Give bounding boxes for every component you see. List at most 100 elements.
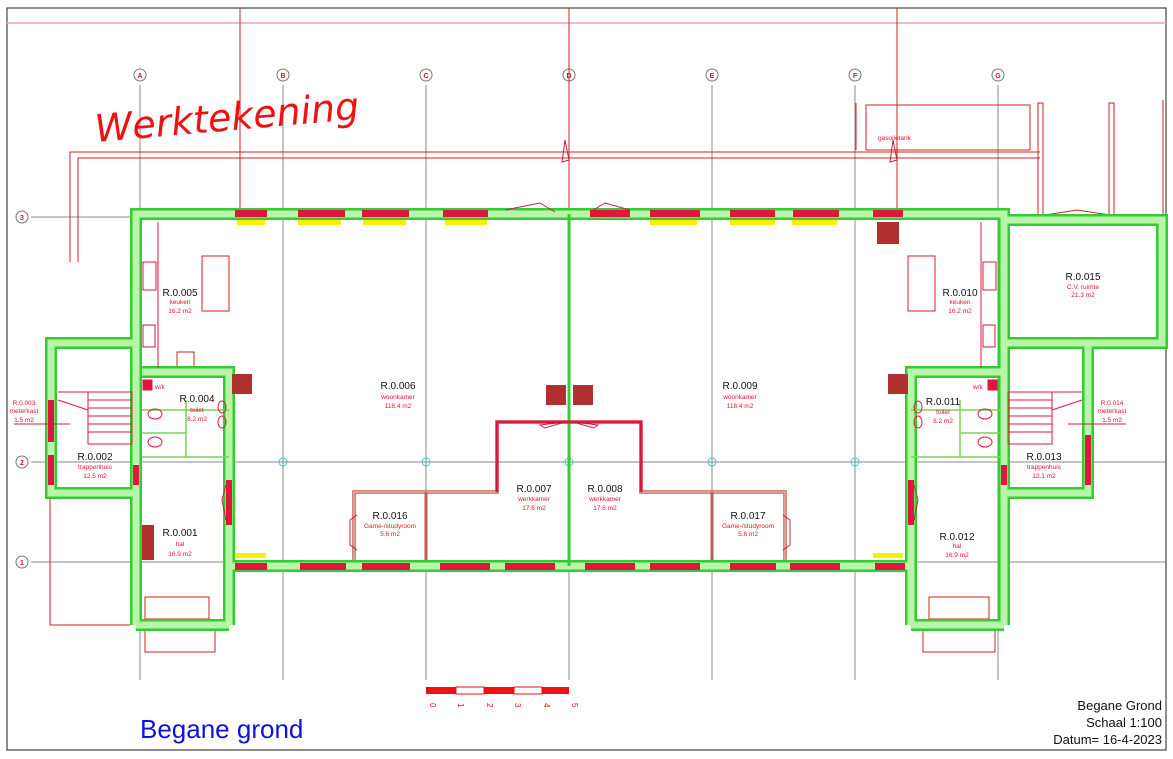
svg-text:trappenhuis: trappenhuis — [78, 464, 113, 471]
svg-text:R.0.010: R.0.010 — [942, 288, 977, 299]
svg-text:Game-/studyroom: Game-/studyroom — [364, 523, 416, 530]
svg-text:keuken: keuken — [950, 299, 971, 306]
svg-text:R.0.004: R.0.004 — [179, 394, 214, 405]
plan-title: Begane grond — [140, 714, 303, 744]
stairs — [14, 391, 1126, 445]
window-sills — [236, 220, 903, 558]
svg-text:toilet: toilet — [936, 409, 950, 416]
svg-text:keuken: keuken — [170, 299, 191, 306]
svg-text:17.6 m2: 17.6 m2 — [522, 505, 546, 512]
grid-bubbles — [15, 68, 1005, 569]
svg-text:8.2 m2: 8.2 m2 — [933, 418, 953, 425]
svg-text:16.2 m2: 16.2 m2 — [168, 308, 192, 315]
wk-label: w/k — [972, 384, 984, 391]
svg-text:17.6 m2: 17.6 m2 — [593, 505, 617, 512]
grid-label-row: 3 — [20, 215, 24, 222]
svg-text:R.0.007: R.0.007 — [516, 484, 551, 495]
room-label: R.0.006 woonkamer 118.4 m2 — [380, 381, 416, 410]
svg-text:C.V. ruimte: C.V. ruimte — [1067, 284, 1099, 291]
scale-tick: 2 — [485, 703, 494, 708]
scale-tick: 0 — [428, 703, 437, 708]
svg-text:R.0.003: R.0.003 — [13, 400, 36, 407]
svg-text:hal: hal — [953, 543, 962, 550]
grid-label-row: 1 — [20, 560, 24, 567]
scale-tick: 4 — [542, 703, 551, 708]
grid-label-column: G — [995, 73, 1001, 80]
grid-label-column: F — [853, 73, 858, 80]
svg-text:R.0.016: R.0.016 — [372, 511, 407, 522]
windows — [48, 210, 1091, 570]
svg-text:16.9 m2: 16.9 m2 — [168, 551, 192, 558]
svg-text:R.0.006: R.0.006 — [380, 381, 415, 392]
scale-tick: 1 — [456, 703, 465, 708]
svg-text:118.4 m2: 118.4 m2 — [385, 403, 412, 410]
svg-text:werkkamer: werkkamer — [517, 496, 551, 503]
svg-text:16.9 m2: 16.9 m2 — [945, 552, 969, 559]
scale-tick: 3 — [513, 703, 522, 708]
svg-text:21.3 m2: 21.3 m2 — [1071, 292, 1095, 299]
svg-text:trappenhuis: trappenhuis — [1027, 464, 1062, 471]
svg-text:R.0.008: R.0.008 — [587, 484, 622, 495]
grid-label-row: 2 — [20, 460, 24, 467]
grid-label-column: E — [710, 73, 715, 80]
title-block-scale: Schaal 1:100 — [1086, 715, 1162, 730]
svg-text:meterkast: meterkast — [10, 408, 39, 415]
svg-text:R.0.014: R.0.014 — [1101, 400, 1124, 407]
svg-text:woonkamer: woonkamer — [380, 394, 415, 401]
room-label: R.0.004 toilet 8.2 m2 — [179, 394, 214, 423]
svg-text:R.0.013: R.0.013 — [1026, 452, 1061, 463]
svg-text:R.0.017: R.0.017 — [730, 511, 765, 522]
svg-text:R.0.001: R.0.001 — [162, 528, 197, 539]
svg-text:16.2 m2: 16.2 m2 — [948, 308, 972, 315]
watermark-werktekening: Werktekening — [93, 84, 361, 151]
interior-walls — [352, 420, 787, 560]
site-lines — [49, 8, 1164, 653]
svg-text:R.0.015: R.0.015 — [1065, 272, 1100, 283]
title-block-date: Datum= 16-4-2023 — [1053, 732, 1162, 747]
svg-text:hal: hal — [176, 541, 185, 548]
scale-tick: 5 — [570, 703, 579, 708]
gasolietank-label: gasolietank — [878, 135, 912, 142]
door-swings — [221, 139, 919, 551]
svg-text:R.0.009: R.0.009 — [722, 381, 757, 392]
grid-label-column: C — [423, 73, 428, 80]
svg-text:woonkamer: woonkamer — [722, 394, 757, 401]
drawing-frame — [6, 7, 1167, 751]
svg-text:5.6 m2: 5.6 m2 — [738, 531, 758, 538]
svg-text:5.6 m2: 5.6 m2 — [380, 531, 400, 538]
svg-text:8.2 m2: 8.2 m2 — [187, 416, 207, 423]
svg-text:12.1 m2: 12.1 m2 — [1032, 473, 1056, 480]
svg-text:R.0.002: R.0.002 — [77, 452, 112, 463]
title-block-floor: Begane Grond — [1077, 698, 1162, 713]
equipment-symbols — [142, 222, 908, 560]
wk-label: w/k — [154, 384, 166, 391]
svg-text:toilet: toilet — [190, 407, 204, 414]
svg-text:118.4 m2: 118.4 m2 — [727, 403, 754, 410]
svg-text:1.5 m2: 1.5 m2 — [14, 417, 34, 424]
kitchen-fixtures — [142, 222, 998, 448]
svg-text:Game-/studyroom: Game-/studyroom — [722, 523, 774, 530]
svg-text:R.0.005: R.0.005 — [162, 288, 197, 299]
scale-bar — [426, 686, 569, 695]
svg-text:meterkast: meterkast — [1098, 408, 1127, 415]
grid-label-column: A — [137, 73, 142, 80]
svg-text:12.5 m2: 12.5 m2 — [83, 473, 107, 480]
svg-text:1.5 m2: 1.5 m2 — [1102, 417, 1122, 424]
room-label: R.0.001 hal 16.9 m2 — [162, 528, 197, 558]
svg-text:werkkamer: werkkamer — [588, 496, 622, 503]
